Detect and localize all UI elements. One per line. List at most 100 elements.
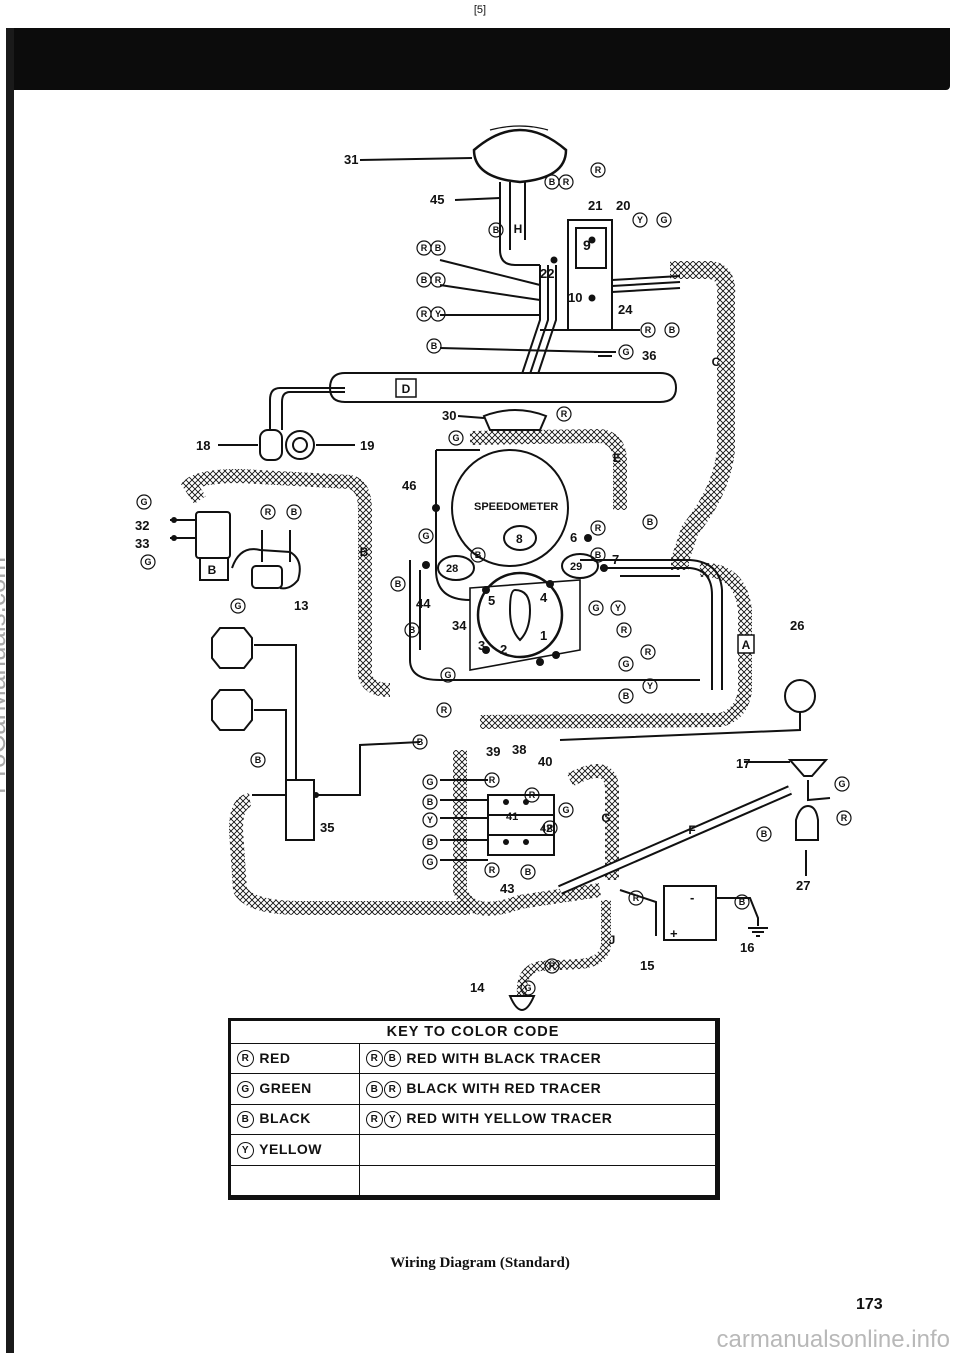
- svg-text:G: G: [660, 215, 667, 225]
- code-circle: Y: [384, 1111, 401, 1129]
- svg-text:R: R: [547, 823, 554, 833]
- part-label-8: 8: [516, 532, 523, 546]
- battery-minus: -: [690, 890, 694, 905]
- part-label-18: 18: [196, 438, 210, 453]
- speedometer-label: SPEEDOMETER: [474, 501, 558, 513]
- key-label: YELLOW: [259, 1140, 323, 1157]
- part-label-28: 28: [446, 563, 458, 575]
- part-label-6: 6: [570, 530, 577, 545]
- svg-text:G: G: [426, 777, 433, 787]
- svg-text:R: R: [595, 165, 602, 175]
- key-cell: R RED: [230, 1042, 360, 1075]
- code-circle: B: [366, 1080, 383, 1098]
- svg-text:G: G: [452, 433, 459, 443]
- part-label-46: 46: [402, 478, 416, 493]
- svg-text:Y: Y: [637, 215, 643, 225]
- svg-text:R: R: [645, 325, 652, 335]
- part-label-39: 39: [486, 744, 500, 759]
- svg-text:Y: Y: [435, 309, 441, 319]
- code-circle: R: [366, 1111, 383, 1129]
- svg-text:G: G: [234, 601, 241, 611]
- part-label-2: 2: [500, 642, 507, 657]
- svg-text:B: B: [395, 579, 402, 589]
- svg-text:R: R: [421, 243, 428, 253]
- svg-text:B: B: [647, 517, 654, 527]
- svg-text:B: B: [427, 797, 434, 807]
- part-label-13: 13: [294, 598, 308, 613]
- key-label: RED WITH BLACK TRACER: [406, 1049, 602, 1066]
- svg-text:G: G: [426, 857, 433, 867]
- part-label-7: 7: [612, 552, 619, 567]
- svg-text:G: G: [422, 531, 429, 541]
- svg-text:G: G: [562, 805, 569, 815]
- part-label-40: 40: [538, 754, 552, 769]
- svg-text:R: R: [621, 625, 628, 635]
- watermark-bottom: carmanualsonline.info: [716, 1326, 950, 1353]
- part-label-4: 4: [540, 590, 548, 605]
- svg-text:B: B: [623, 691, 630, 701]
- svg-text:B: B: [421, 275, 428, 285]
- part-label-21: 21: [588, 198, 602, 213]
- key-label: BLACK WITH RED TRACER: [406, 1080, 602, 1097]
- svg-text:G: G: [140, 497, 147, 507]
- part-label-3: 3: [478, 638, 485, 653]
- svg-text:B: B: [409, 625, 416, 635]
- key-label: BLACK: [259, 1110, 311, 1127]
- figure-caption: Wiring Diagram (Standard): [390, 1255, 570, 1271]
- svg-text:G: G: [838, 779, 845, 789]
- part-label-35: 35: [320, 820, 334, 835]
- part-label-24: 24: [618, 302, 633, 317]
- key-cell: B BLACK: [230, 1103, 360, 1136]
- part-label-30: 30: [442, 408, 456, 423]
- table-row: Y YELLOW: [230, 1134, 716, 1166]
- left-margin-bar: [6, 28, 14, 1353]
- svg-text:B: B: [525, 867, 532, 877]
- key-cell-empty: [230, 1164, 360, 1196]
- svg-text:B: B: [255, 755, 262, 765]
- svg-text:Y: Y: [615, 603, 621, 613]
- svg-text:B: B: [595, 550, 602, 560]
- code-circle: Y: [237, 1141, 254, 1159]
- svg-text:B: B: [493, 225, 500, 235]
- code-circle: B: [237, 1111, 254, 1129]
- code-circle: G: [237, 1080, 254, 1098]
- code-circle: R: [366, 1050, 383, 1068]
- part-label-32: 32: [135, 518, 149, 533]
- svg-text:R: R: [265, 507, 272, 517]
- svg-text:R: R: [841, 813, 848, 823]
- svg-text:B: B: [435, 243, 442, 253]
- code-circle: B: [384, 1050, 401, 1068]
- svg-text:B: B: [417, 737, 424, 747]
- svg-text:B: B: [761, 829, 768, 839]
- part-label-20: 20: [616, 198, 630, 213]
- svg-text:R: R: [421, 309, 428, 319]
- part-label-14: 14: [470, 980, 485, 995]
- svg-text:R: R: [633, 893, 640, 903]
- key-title: KEY TO COLOR CODE: [230, 1020, 716, 1044]
- svg-text:G: G: [444, 670, 451, 680]
- harness-label-b2: B: [208, 563, 217, 577]
- svg-text:R: R: [595, 523, 602, 533]
- part-label-22: 22: [540, 266, 554, 281]
- key-label: RED: [259, 1049, 291, 1066]
- svg-text:R: R: [563, 177, 570, 187]
- svg-text:R: R: [529, 790, 536, 800]
- svg-text:R: R: [561, 409, 568, 419]
- part-label-19: 19: [360, 438, 374, 453]
- part-label-17: 17: [736, 756, 750, 771]
- part-label-33: 33: [135, 536, 149, 551]
- svg-text:B: B: [291, 507, 298, 517]
- svg-text:Y: Y: [427, 815, 433, 825]
- part-label-45: 45: [430, 192, 444, 207]
- svg-text:G: G: [144, 557, 151, 567]
- harness-label-b1: B: [360, 545, 369, 559]
- part-label-36: 36: [642, 348, 656, 363]
- key-cell-empty: [359, 1134, 716, 1166]
- harness-label-a: A: [742, 638, 751, 652]
